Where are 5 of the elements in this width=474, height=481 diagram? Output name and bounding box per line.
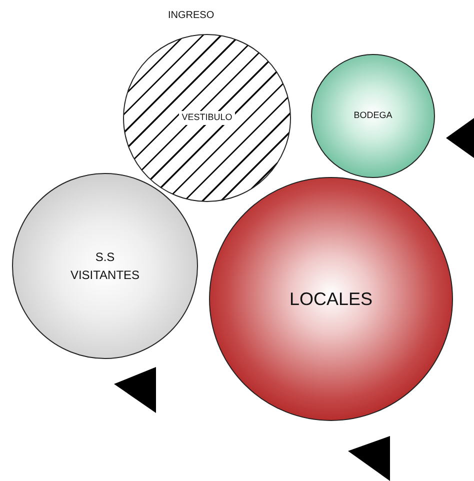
entrance-label: INGRESO [168,10,214,22]
room-label: BODEGA [354,109,392,122]
room-label: S.S VISITANTES [69,249,141,284]
room-label: VESTIBULO [178,111,236,125]
room-label: LOCALES [289,288,373,310]
